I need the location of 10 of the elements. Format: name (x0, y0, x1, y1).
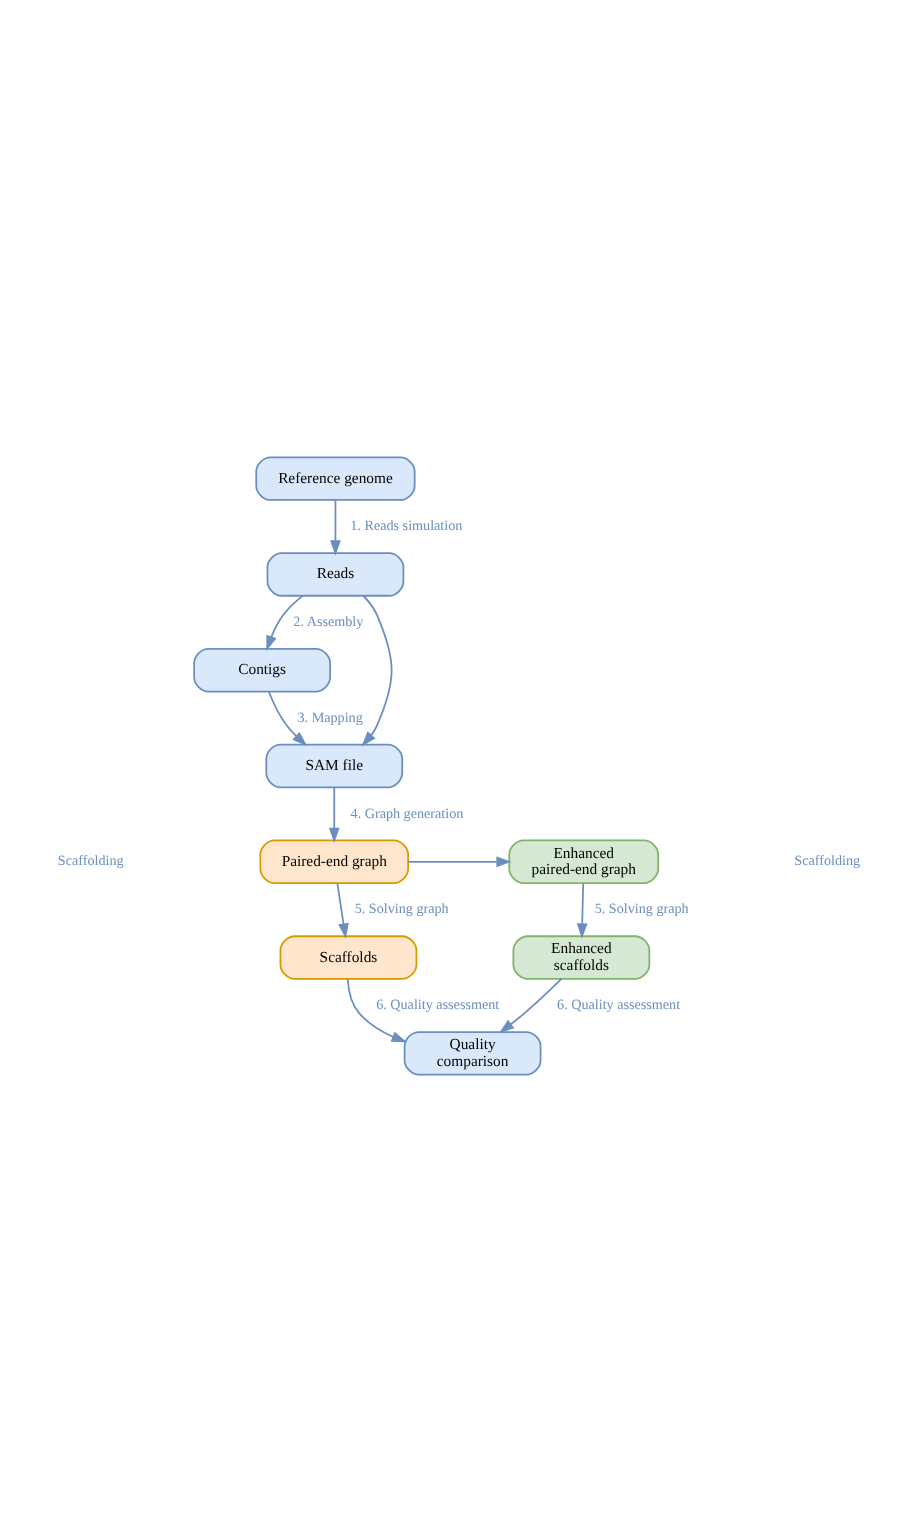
arrow (265, 594, 303, 652)
arrow (267, 690, 307, 747)
arrow (335, 882, 348, 939)
arrow (406, 856, 511, 868)
arrow (498, 978, 562, 1034)
arrow (360, 594, 392, 747)
arrow (575, 882, 587, 939)
arrow (329, 499, 340, 556)
arrow (345, 978, 406, 1043)
arrow (327, 786, 339, 844)
